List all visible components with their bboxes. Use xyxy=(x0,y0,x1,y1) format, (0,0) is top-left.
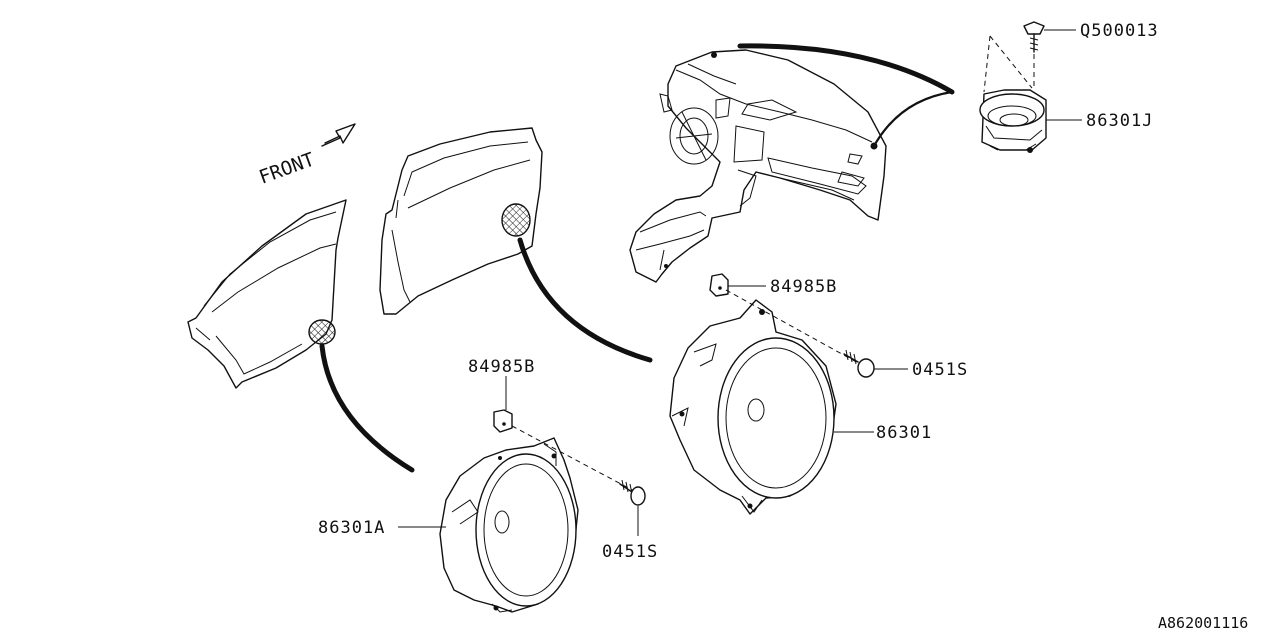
lead-line-front-door xyxy=(517,237,653,363)
callout-86301: 86301 xyxy=(876,423,932,443)
speaker-86301A xyxy=(439,437,579,613)
callout-84985B-upper: 84985B xyxy=(770,277,837,297)
screw-0451S-lower-icon xyxy=(619,479,646,506)
callout-Q500013: Q500013 xyxy=(1080,21,1159,41)
diagram-id: A862001116 xyxy=(1158,614,1248,632)
tweeter-86301J xyxy=(979,89,1047,153)
lead-line-dash-speaker xyxy=(737,43,955,95)
callout-84985B-lower: 84985B xyxy=(468,357,535,377)
speaker-86301 xyxy=(669,299,837,515)
lead-line-rear-door xyxy=(319,343,415,473)
front-door xyxy=(379,127,543,315)
callout-0451S-lower: 0451S xyxy=(602,542,658,562)
lead-line-dash-to-tweeter xyxy=(872,90,954,148)
clip-84985B-upper-icon xyxy=(709,273,729,297)
front-label: FRONT xyxy=(256,148,317,188)
clip-84985B-lower-icon xyxy=(493,409,513,433)
callout-86301A: 86301A xyxy=(318,518,385,538)
front-arrow-icon xyxy=(321,123,356,147)
callout-86301J: 86301J xyxy=(1086,111,1153,131)
callout-0451S-upper: 0451S xyxy=(912,360,968,380)
screw-Q500013-icon xyxy=(1023,21,1045,53)
screw-0451S-upper-icon xyxy=(843,349,875,378)
rear-door xyxy=(187,199,347,389)
dashboard xyxy=(629,49,887,283)
